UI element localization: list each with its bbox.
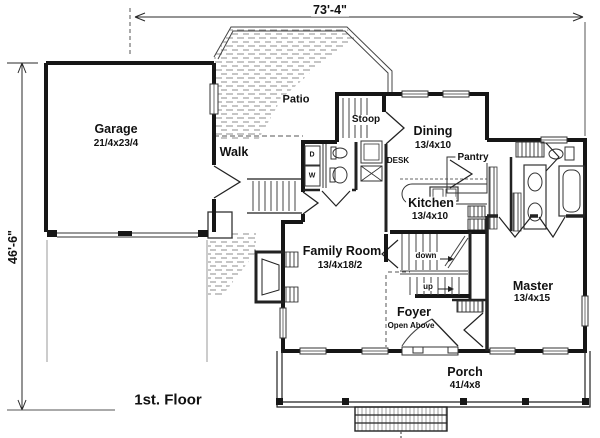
family-room-size: 13/4x18/2 [317, 260, 363, 271]
garage-label: Garage [94, 121, 138, 136]
floor-title: 1st. Floor [134, 391, 202, 409]
dimension-lines [7, 8, 586, 411]
patio-label: Patio [280, 93, 312, 106]
patio-area [207, 26, 393, 296]
desk-label: DESK [386, 156, 410, 165]
dryer-label: D [309, 151, 315, 159]
desk-nook [360, 140, 388, 232]
master-label: Master [512, 278, 554, 293]
stairs-down-label: down [413, 251, 439, 260]
walk-steps [247, 178, 302, 214]
washer-label: W [308, 172, 316, 180]
porch-size: 41/4x8 [449, 380, 481, 391]
fireplace [254, 250, 299, 304]
foyer [384, 234, 487, 356]
porch-label: Porch [447, 364, 483, 379]
master-size: 13/4x15 [513, 293, 551, 304]
porch [276, 351, 591, 438]
master-bath [485, 141, 585, 351]
entry-door [302, 191, 320, 215]
dining-size: 13/4x10 [414, 140, 452, 151]
laundry-powder-room [303, 142, 358, 207]
kitchen-size: 13/4x10 [409, 211, 451, 222]
foyer-label: Foyer [396, 304, 432, 319]
family-room-label: Family Room [302, 243, 382, 258]
kitchen-label: Kitchen [406, 195, 456, 210]
windows [279, 90, 589, 355]
dining-label: Dining [413, 123, 453, 138]
pantry-label: Pantry [455, 152, 491, 163]
stairs-up-label: up [421, 282, 435, 291]
dimension-left-label: 46'-6" [5, 228, 20, 266]
walk-label: Walk [217, 144, 251, 159]
dimension-top-label: 73'-4" [311, 2, 349, 17]
garage-walls [44, 61, 242, 362]
foyer-note: Open Above [387, 321, 435, 330]
stoop-label: Stoop [349, 114, 383, 125]
garage-size: 21/4x23/4 [93, 138, 139, 149]
